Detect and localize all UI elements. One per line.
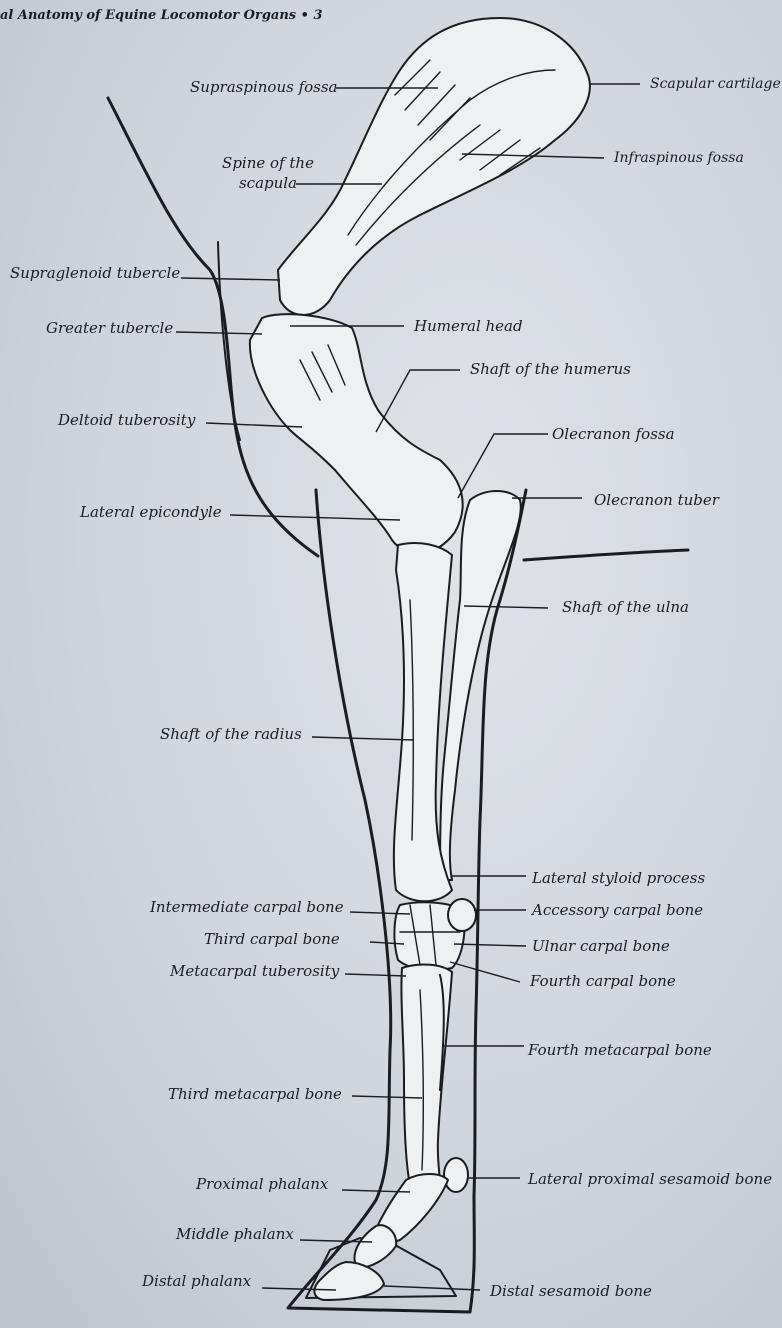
leader-metacarpal-tuberosity — [345, 974, 406, 976]
leader-greater-tubercle — [176, 332, 262, 334]
label-infraspinous-fossa: Infraspinous fossa — [614, 151, 744, 165]
leader-shaft-of-the-radius — [312, 737, 414, 740]
label-shaft-of-the-humerus: Shaft of the humerus — [470, 362, 631, 377]
label-shaft-of-the-ulna: Shaft of the ulna — [562, 600, 689, 615]
label-intermediate-carpal-bone: Intermediate carpal bone — [150, 900, 344, 915]
label-scapular-cartilage: Scapular cartilage — [650, 77, 781, 91]
label-olecranon-fossa: Olecranon fossa — [552, 427, 675, 442]
label-supraspinous-fossa: Supraspinous fossa — [190, 80, 338, 95]
body-outline-chest — [218, 242, 240, 440]
label-accessory-carpal-bone: Accessory carpal bone — [532, 903, 703, 918]
label-third-metacarpal-bone: Third metacarpal bone — [168, 1087, 342, 1102]
leader-ulnar-carpal-bone — [454, 944, 526, 946]
label-olecranon-tuber: Olecranon tuber — [594, 493, 719, 508]
label-metacarpal-tuberosity: Metacarpal tuberosity — [170, 964, 339, 979]
proximal-sesamoid-shape — [444, 1158, 468, 1192]
label-shaft-of-the-radius: Shaft of the radius — [160, 727, 302, 742]
distal-phalanx-bone — [314, 1262, 384, 1300]
middle-phalanx-bone — [355, 1225, 397, 1268]
label-ulnar-carpal-bone: Ulnar carpal bone — [532, 939, 670, 954]
label-third-carpal-bone: Third carpal bone — [204, 932, 340, 947]
label-distal-sesamoid-bone: Distal sesamoid bone — [490, 1284, 652, 1299]
humerus-bone — [250, 314, 463, 553]
label-greater-tubercle: Greater tubercle — [46, 321, 173, 336]
label-lateral-proximal-sesamoid-bone: Lateral proximal sesamoid bone — [528, 1172, 772, 1187]
accessory-carpal-shape — [448, 899, 476, 931]
label-lateral-epicondyle: Lateral epicondyle — [80, 505, 222, 520]
label-lateral-styloid-process: Lateral styloid process — [532, 871, 705, 886]
label-middle-phalanx: Middle phalanx — [176, 1227, 294, 1242]
leader-fourth-carpal-bone — [450, 962, 520, 982]
leader-supraglenoid-tubercle — [181, 278, 280, 280]
leader-distal-sesamoid-bone — [384, 1286, 480, 1290]
body-outline-belly — [524, 550, 688, 560]
label-proximal-phalanx: Proximal phalanx — [196, 1177, 328, 1192]
label-humeral-head: Humeral head — [414, 319, 523, 334]
scapula-bone — [278, 18, 590, 315]
label-supraglenoid-tubercle: Supraglenoid tubercle — [10, 266, 180, 281]
label-spine-of-the-scapula: Spine of the scapula — [218, 153, 318, 193]
leader-olecranon-fossa — [458, 434, 548, 498]
label-deltoid-tuberosity: Deltoid tuberosity — [58, 413, 195, 428]
label-fourth-carpal-bone: Fourth carpal bone — [530, 974, 676, 989]
metacarpal-bone — [401, 965, 452, 1185]
label-fourth-metacarpal-bone: Fourth metacarpal bone — [528, 1043, 712, 1058]
label-distal-phalanx: Distal phalanx — [142, 1274, 251, 1289]
